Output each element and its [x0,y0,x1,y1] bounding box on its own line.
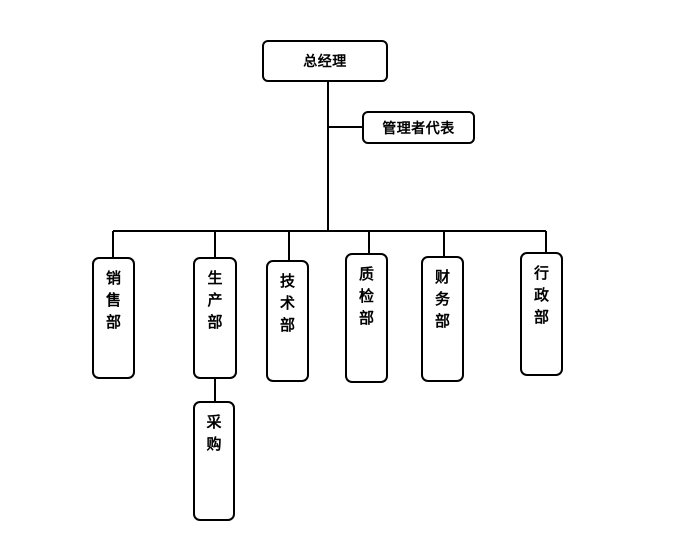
management-rep-label: 管理者代表 [382,120,455,137]
dept-finance-char: 部 [434,312,450,330]
dept-production-char: 生 [207,269,223,287]
dept-finance-char: 财 [434,268,450,286]
management-rep-box: 管理者代表 [362,111,475,144]
dept-admin-char: 行 [533,264,549,282]
dept-sales-char: 部 [105,313,121,331]
dept-finance-char: 务 [434,290,450,308]
dept-quality-char: 质 [358,265,374,283]
general-manager-label: 总经理 [303,54,347,70]
sub-unit-purchasing-char: 购 [206,435,222,453]
dept-production-char: 部 [207,313,223,331]
dept-production-box: 生 产 部 [193,257,237,379]
dept-technology-char: 部 [279,316,295,334]
dept-sales-char: 售 [105,291,121,309]
dept-quality-box: 质 检 部 [345,253,388,383]
dept-sales-char: 销 [105,269,121,287]
dept-sales-box: 销 售 部 [92,257,135,379]
sub-unit-purchasing-box: 采 购 [193,401,235,521]
dept-admin-box: 行 政 部 [520,252,563,376]
dept-technology-char: 术 [279,294,295,312]
sub-unit-purchasing-char: 采 [206,413,222,431]
dept-finance-box: 财 务 部 [421,256,464,382]
dept-technology-box: 技 术 部 [266,260,309,382]
dept-admin-char: 部 [533,308,549,326]
dept-production-char: 产 [207,291,223,309]
dept-quality-char: 检 [358,287,374,305]
dept-technology-char: 技 [279,272,295,290]
general-manager-box: 总经理 [262,40,388,82]
dept-quality-char: 部 [358,309,374,327]
dept-admin-char: 政 [533,286,549,304]
